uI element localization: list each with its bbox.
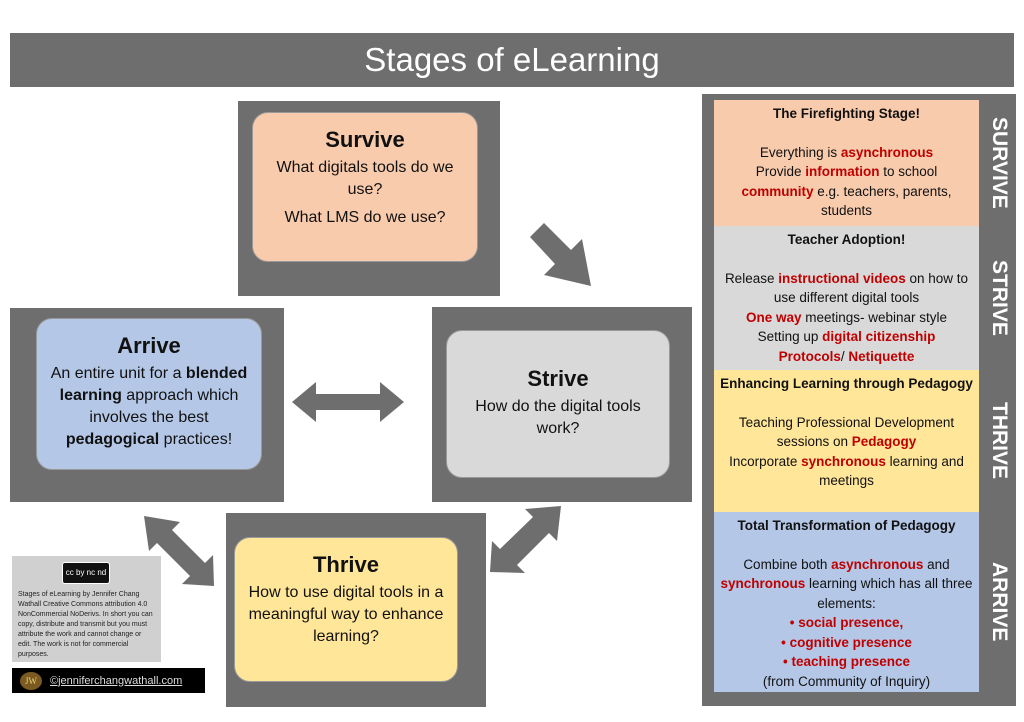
panel-section-strive: Teacher Adoption! Release instructional v… [714, 226, 979, 370]
highlighted-text: Protocols [778, 348, 841, 364]
highlighted-text: community [741, 183, 814, 199]
text: to school [879, 164, 938, 179]
text-line: • teaching presence [720, 652, 973, 672]
stage-title: Strive [527, 366, 589, 391]
text-line: How to use digital tools in a meaningful… [247, 582, 445, 648]
text-line: Provide information to school [720, 162, 973, 182]
panel-label-survive: SURVIVE [988, 117, 1011, 209]
section-heading: The Firefighting Stage! [773, 106, 920, 121]
text-line: • social presence, [720, 613, 973, 633]
text-line: Combine both asynchronous and synchronou… [720, 555, 973, 614]
text-line: How do the digital tools work? [459, 396, 657, 440]
highlighted-text: synchronous [720, 576, 806, 591]
panel-label-thrive: THRIVE [988, 402, 1011, 480]
text: Combine both [743, 556, 832, 572]
bold-text: pedagogical [65, 431, 160, 448]
panel-label-strive: STRIVE [988, 260, 1011, 336]
highlighted-text: Pedagogy [851, 434, 917, 449]
panel-section-survive: The Firefighting Stage! Everything is asy… [714, 100, 979, 226]
text: learning which has all three elements: [805, 576, 973, 611]
text: practices! [159, 431, 233, 448]
text: Incorporate [729, 453, 802, 469]
author-site-link[interactable]: ©jenniferchangwathall.com [50, 674, 183, 687]
stage-title: Thrive [312, 552, 380, 577]
author-site-bar: JW ©jenniferchangwathall.com [12, 668, 205, 693]
highlighted-text: Netiquette [848, 348, 915, 364]
bold-text: blended learning [59, 365, 248, 404]
text: (from Community of Inquiry) [762, 673, 931, 689]
arrow-strive-thrive-double [490, 506, 561, 573]
highlighted-text: asynchronous [840, 144, 934, 160]
text: An entire unit for a [50, 365, 186, 382]
text: Release [724, 270, 779, 286]
text: What digitals tools do we use? [276, 159, 454, 198]
stage-title: Survive [325, 127, 405, 152]
author-logo-icon: JW [20, 671, 42, 690]
text-line: Incorporate synchronous learning and mee… [720, 452, 973, 491]
text: Provide [755, 164, 806, 179]
text-line: community e.g. teachers, parents, studen… [720, 182, 973, 221]
arrow-arrive-thrive-double [144, 516, 214, 586]
text: learning and meetings [819, 453, 964, 489]
section-heading: Total Transformation of Pedagogy [737, 518, 956, 533]
highlighted-text: synchronous [801, 453, 886, 469]
text-line: What digitals tools do we use? [265, 157, 465, 201]
text-line: Teaching Professional Development sessio… [720, 413, 973, 452]
text: Setting up [757, 329, 823, 344]
stage-title: Arrive [117, 333, 181, 358]
text: and [923, 556, 950, 572]
license-text: Stages of eLearning by Jennifer Chang Wa… [18, 591, 153, 658]
text: How to use digital tools in a meaningful… [248, 584, 444, 645]
text: What LMS do we use? [284, 209, 446, 226]
text: Everything is [759, 144, 841, 160]
highlighted-text: • teaching presence [782, 654, 911, 669]
section-heading: Teacher Adoption! [787, 232, 906, 247]
text: / [840, 348, 849, 364]
arrow-arrive-strive-double [292, 382, 404, 422]
text-line: One way meetings- webinar style [720, 308, 973, 328]
highlighted-text: information [805, 164, 880, 179]
text-line: Everything is asynchronous [720, 143, 973, 163]
text: Teaching Professional Development sessio… [738, 414, 955, 450]
text-line: Release instructional videos on how to u… [720, 269, 973, 308]
text-line: An entire unit for a blended learning ap… [49, 363, 249, 451]
text: meetings- webinar style [801, 309, 948, 325]
section-heading: Enhancing Learning through Pedagogy [720, 376, 973, 391]
stage-arrive: Arrive An entire unit for a blended learn… [36, 318, 262, 470]
text-line: Protocols/ Netiquette [720, 347, 973, 367]
creative-commons-badge: cc by nc nd [62, 562, 110, 584]
highlighted-text: • cognitive presence [781, 634, 912, 650]
text: How do the digital tools work? [475, 398, 641, 437]
highlighted-text: asynchronous [831, 556, 924, 572]
stages-detail-panel: The Firefighting Stage! Everything is asy… [702, 94, 1016, 706]
highlighted-text: digital citizenship [822, 329, 936, 344]
highlighted-text: instructional videos [778, 270, 906, 286]
text: on how to use different digital tools [773, 270, 969, 306]
panel-label-arrive: ARRIVE [988, 562, 1011, 642]
license-box: cc by nc nd Stages of eLearning by Jenni… [12, 556, 161, 662]
text-line: Setting up digital citizenship [720, 327, 973, 347]
text-line: What LMS do we use? [285, 207, 446, 229]
highlighted-text: One way [745, 309, 802, 325]
text-line: (from Community of Inquiry) [720, 672, 973, 692]
text: approach which involves the best [89, 387, 239, 426]
highlighted-text: • social presence, [789, 615, 904, 630]
text-line: • cognitive presence [720, 633, 973, 653]
arrow-survive-to-strive [530, 223, 591, 286]
text: e.g. teachers, parents, students [813, 183, 952, 219]
page-title: Stages of eLearning [10, 33, 1014, 87]
